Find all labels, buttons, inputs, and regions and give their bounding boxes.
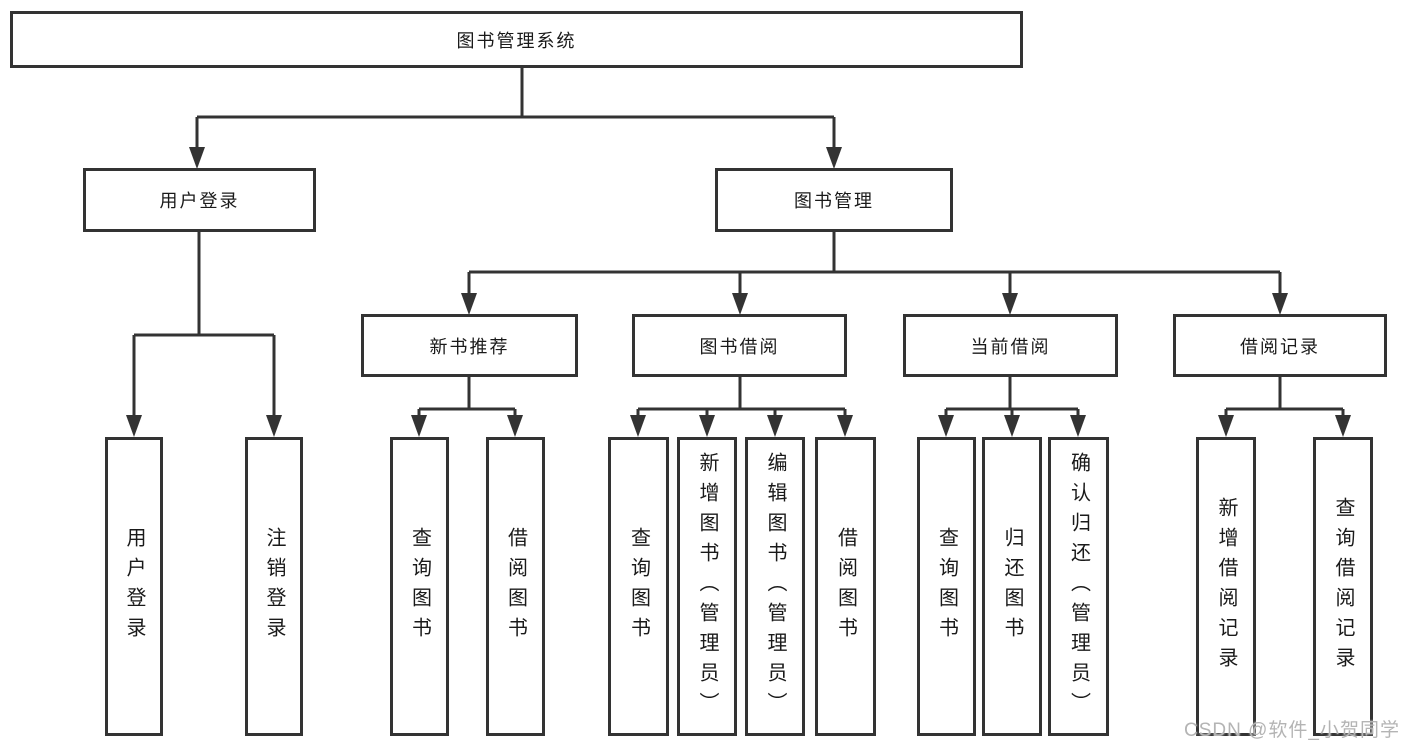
leaf-bb-query-books: 查询图书 xyxy=(608,437,669,736)
leaf-cb-confirm-return-admin: 确认归还（管理员） xyxy=(1048,437,1109,736)
leaf-br-add-record-label: 新增借阅记录 xyxy=(1215,496,1237,677)
leaf-bb-borrow-books: 借阅图书 xyxy=(815,437,876,736)
leaf-br-query-record-label: 查询借阅记录 xyxy=(1332,496,1354,677)
leaf-bb-query-books-label: 查询图书 xyxy=(627,526,650,647)
node-book-borrowing: 图书借阅 xyxy=(632,314,847,377)
leaf-cb-return-books: 归还图书 xyxy=(982,437,1042,736)
node-book-management-label: 图书管理 xyxy=(794,191,874,211)
node-new-book-recommendation: 新书推荐 xyxy=(361,314,578,377)
leaf-bb-edit-book-admin: 编辑图书（管理员） xyxy=(745,437,805,736)
node-user-login-label: 用户登录 xyxy=(159,191,240,211)
leaf-br-add-record: 新增借阅记录 xyxy=(1196,437,1256,736)
node-current-borrowing: 当前借阅 xyxy=(903,314,1118,377)
node-new-book-recommendation-label: 新书推荐 xyxy=(429,336,510,357)
leaf-cb-return-books-label: 归还图书 xyxy=(1001,526,1023,647)
watermark-text: CSDN @软件_小贺同学 xyxy=(1184,720,1400,741)
leaf-nb-borrow-books-label: 借阅图书 xyxy=(504,526,527,647)
leaf-br-query-record: 查询借阅记录 xyxy=(1313,437,1373,736)
node-root-label: 图书管理系统 xyxy=(456,30,577,51)
node-borrowing-records-label: 借阅记录 xyxy=(1240,336,1320,357)
node-borrowing-records: 借阅记录 xyxy=(1173,314,1387,377)
node-book-management: 图书管理 xyxy=(715,168,953,232)
leaf-nb-query-books: 查询图书 xyxy=(390,437,449,736)
leaf-bb-edit-book-admin-label: 编辑图书（管理员） xyxy=(764,451,786,722)
node-current-borrowing-label: 当前借阅 xyxy=(970,336,1051,357)
leaf-nb-borrow-books: 借阅图书 xyxy=(486,437,545,736)
leaf-cb-confirm-return-admin-label: 确认归还（管理员） xyxy=(1067,451,1090,722)
leaf-bb-add-book-admin-label: 新增图书（管理员） xyxy=(696,451,718,722)
leaf-cb-query-books: 查询图书 xyxy=(917,437,976,736)
leaf-nb-query-books-label: 查询图书 xyxy=(408,526,431,647)
leaf-bb-borrow-books-label: 借阅图书 xyxy=(834,526,857,647)
leaf-logout-label: 注销登录 xyxy=(263,526,285,647)
leaf-bb-add-book-admin: 新增图书（管理员） xyxy=(677,437,737,736)
leaf-user-login-label: 用户登录 xyxy=(123,526,145,647)
node-user-login: 用户登录 xyxy=(83,168,316,232)
leaf-cb-query-books-label: 查询图书 xyxy=(935,526,958,647)
node-root: 图书管理系统 xyxy=(10,11,1023,68)
leaf-logout: 注销登录 xyxy=(245,437,303,736)
node-book-borrowing-label: 图书借阅 xyxy=(699,336,780,357)
leaf-user-login: 用户登录 xyxy=(105,437,163,736)
